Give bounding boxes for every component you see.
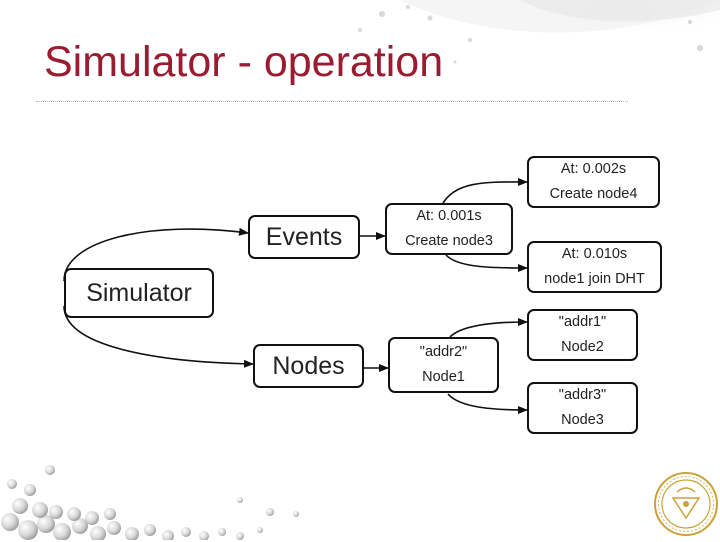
event-box-3: At: 0.010s node1 join DHT — [527, 241, 662, 293]
university-seal-icon — [654, 472, 718, 536]
simulator-label: Simulator — [86, 278, 192, 307]
event-box-2: At: 0.002s Create node4 — [527, 156, 660, 208]
arrow-simulator-events — [63, 227, 249, 282]
node-3-address: "addr3" — [558, 387, 607, 403]
nodes-label: Nodes — [272, 351, 345, 380]
node-2-address: "addr1" — [558, 314, 607, 330]
event-1-action: Create node3 — [405, 233, 493, 249]
node-box-2: "addr1" Node2 — [527, 309, 638, 361]
arrow-node1-node3 — [447, 393, 528, 414]
node-box-3: "addr3" Node3 — [527, 382, 638, 434]
event-box-1: At: 0.001s Create node3 — [385, 203, 513, 255]
node-1-address: "addr2" — [419, 344, 468, 360]
node-box-1: "addr2" Node1 — [388, 337, 499, 393]
spheres-decoration — [1, 465, 299, 540]
slide-title: Simulator - operation — [44, 38, 444, 86]
title-divider — [36, 101, 628, 102]
event-2-action: Create node4 — [549, 186, 638, 202]
event-3-time: At: 0.010s — [561, 246, 628, 262]
simulator-box: Simulator — [64, 268, 214, 318]
nodes-box: Nodes — [253, 344, 364, 388]
event-2-time: At: 0.002s — [560, 161, 627, 177]
arrow-simulator-nodes — [63, 305, 254, 368]
event-1-time: At: 0.001s — [416, 208, 482, 224]
node-1-name: Node1 — [422, 369, 465, 385]
events-box: Events — [248, 215, 360, 259]
events-label: Events — [265, 222, 343, 251]
arrow-event1-event2 — [441, 177, 528, 206]
node-2-name: Node2 — [561, 339, 604, 355]
event-3-action: node1 join DHT — [544, 271, 645, 287]
arrow-event1-event3 — [445, 254, 528, 272]
arrow-node1-node2 — [449, 318, 528, 338]
node-3-name: Node3 — [561, 412, 604, 428]
